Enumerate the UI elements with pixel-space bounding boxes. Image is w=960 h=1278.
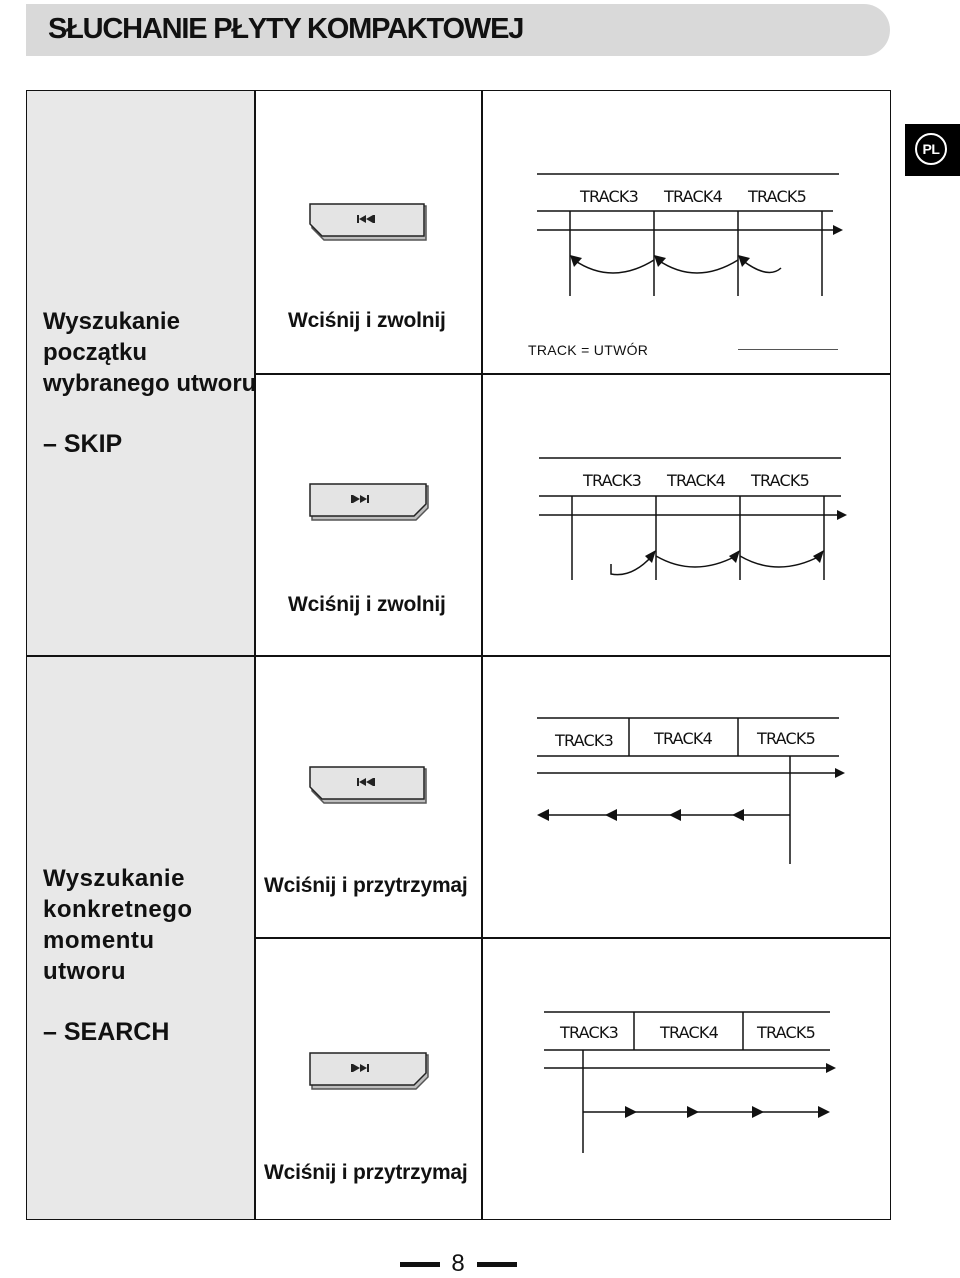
instruction-table	[26, 90, 891, 1220]
skip-forward-diagram: TRACK3 TRACK4 TRACK5	[539, 457, 847, 580]
search-title-line: momentu	[43, 927, 155, 954]
track-label: TRACK5	[756, 1023, 815, 1042]
row-divider	[254, 373, 890, 375]
skip-tag: – SKIP	[43, 430, 123, 458]
row-divider	[254, 937, 890, 939]
skip-feature-title: Wyszukanie początku wybranego utworu	[43, 306, 256, 399]
page-bar-right	[477, 1262, 517, 1267]
search-title-line: konkretnego	[43, 896, 193, 923]
track-label: TRACK4	[666, 471, 726, 490]
skip-back-diagram: TRACK3 TRACK4 TRACK5	[537, 173, 843, 296]
track-label: TRACK5	[750, 471, 809, 490]
track-label: TRACK4	[659, 1023, 719, 1042]
skip-back-action: Wciśnij i zwolnij	[288, 309, 446, 332]
search-back-action: Wciśnij i przytrzymaj	[264, 874, 468, 897]
section-divider	[27, 655, 890, 657]
track-label: TRACK5	[747, 187, 806, 206]
search-feature-title: Wyszukanie konkretnego momentu utworu	[43, 863, 193, 987]
skip-forward-icon	[351, 495, 369, 503]
skip-title-line: Wyszukanie	[43, 308, 180, 335]
search-forward-icon	[351, 1064, 369, 1072]
search-back-diagram: TRACK3 TRACK4 TRACK5	[537, 717, 845, 864]
track-label: TRACK3	[582, 471, 641, 490]
search-forward-diagram: TRACK3 TRACK4 TRACK5	[544, 1011, 836, 1153]
skip-title-line: wybranego utworu	[43, 370, 257, 397]
track-label: TRACK5	[756, 729, 815, 748]
language-tab: PL	[905, 124, 960, 176]
skip-forward-button[interactable]	[308, 480, 432, 526]
search-back-icon	[357, 778, 375, 786]
track-legend: TRACK = UTWÓR	[528, 342, 649, 358]
skip-title-line: początku	[43, 339, 148, 366]
track-label: TRACK3	[579, 187, 638, 206]
track-label: TRACK4	[663, 187, 723, 206]
title-bar	[26, 4, 890, 56]
search-tag: – SEARCH	[43, 1018, 170, 1046]
search-title-line: Wyszukanie	[43, 865, 185, 892]
track-label: TRACK3	[554, 731, 613, 750]
page-title: SŁUCHANIE PŁYTY KOMPAKTOWEJ	[48, 13, 524, 45]
page-number: 8	[451, 1250, 465, 1277]
language-badge: PL	[915, 133, 947, 165]
search-forward-button[interactable]	[308, 1049, 432, 1095]
search-title-line: utworu	[43, 958, 126, 985]
skip-forward-action: Wciśnij i zwolnij	[288, 593, 446, 616]
page-bar-left	[400, 1262, 440, 1267]
search-forward-action: Wciśnij i przytrzymaj	[264, 1161, 468, 1184]
track-label: TRACK4	[653, 729, 713, 748]
legend-rule	[738, 349, 838, 350]
skip-back-button[interactable]	[308, 200, 430, 246]
track-label: TRACK3	[559, 1023, 618, 1042]
search-back-button[interactable]	[308, 763, 430, 809]
skip-back-icon	[357, 215, 375, 223]
